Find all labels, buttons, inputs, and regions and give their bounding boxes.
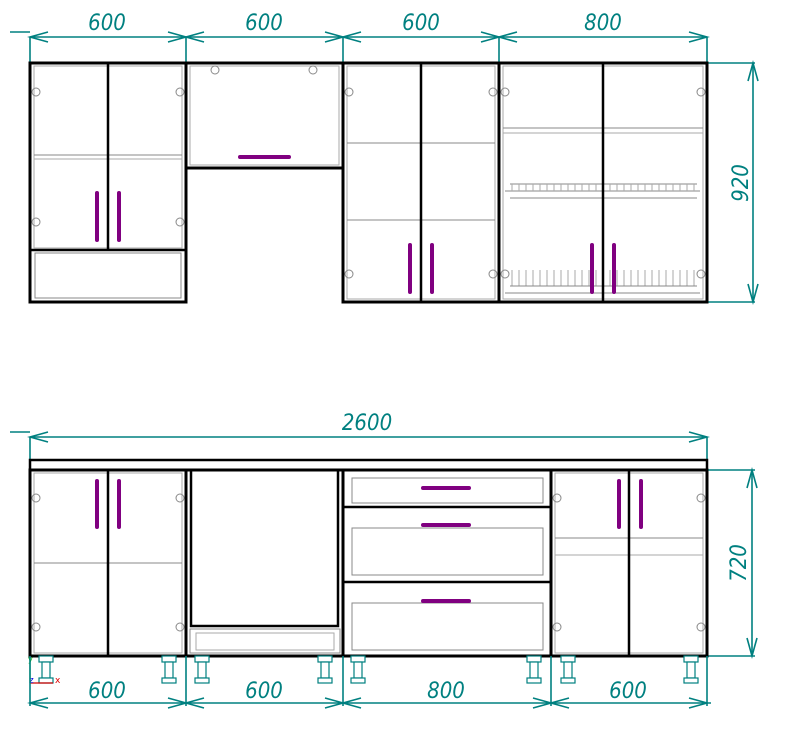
lower-total-width-label: 2600 — [342, 411, 392, 436]
lower-total-width-dimension: 2600 — [10, 411, 710, 460]
upper-width-label-1: 600 — [88, 11, 126, 36]
leg — [161, 655, 177, 684]
leg — [317, 655, 333, 684]
lower-width-label-3: 800 — [427, 679, 465, 704]
axis-x-label: x — [55, 676, 61, 686]
leg — [683, 655, 699, 684]
cabinet-legs — [38, 655, 699, 684]
upper-width-label-3: 600 — [402, 11, 440, 36]
leg — [526, 655, 542, 684]
lower-height-label: 720 — [727, 544, 752, 582]
leg — [560, 655, 576, 684]
lower-cabinet-oven-niche[interactable] — [184, 468, 345, 658]
upper-width-dimensions: 600 600 600 800 — [10, 11, 710, 63]
leg — [350, 655, 366, 684]
axis-z-label: z — [29, 676, 34, 686]
upper-cabinet-4[interactable] — [497, 61, 709, 304]
lower-height-dimension: 720 — [707, 467, 758, 659]
lower-width-label-1: 600 — [88, 679, 126, 704]
drawer-1[interactable] — [351, 477, 544, 504]
lower-width-dimensions: 600 600 800 600 — [27, 656, 711, 709]
lower-cabinet-4[interactable] — [549, 468, 709, 658]
lower-cabinet-drawers[interactable] — [341, 468, 553, 658]
lower-width-label-4: 600 — [609, 679, 647, 704]
upper-height-label: 920 — [729, 164, 754, 202]
upper-height-dimension: 920 — [707, 60, 759, 305]
drawer-2[interactable] — [351, 527, 544, 576]
upper-cabinet-2[interactable] — [184, 61, 345, 170]
upper-width-label-2: 600 — [245, 11, 283, 36]
lower-cabinet-1[interactable] — [28, 468, 188, 658]
leg — [38, 655, 54, 684]
lower-width-label-2: 600 — [245, 679, 283, 704]
upper-cabinet-3[interactable] — [341, 61, 501, 304]
upper-width-label-4: 800 — [584, 11, 622, 36]
leg — [194, 655, 210, 684]
bottom-drawer[interactable] — [189, 628, 341, 654]
upper-cabinet-1[interactable] — [28, 61, 188, 304]
